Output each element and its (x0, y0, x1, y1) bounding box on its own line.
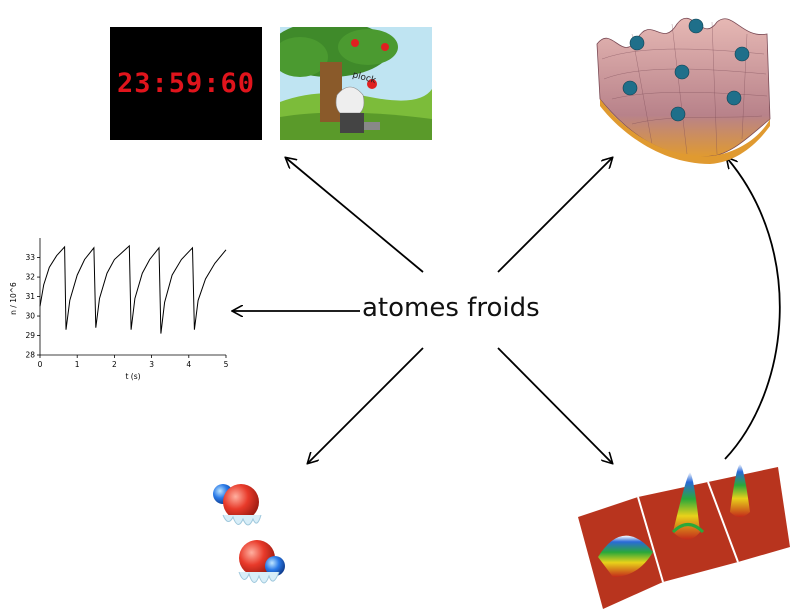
y-tick-label: 32 (25, 273, 35, 282)
bose-einstein-condensate-plot-icon (578, 464, 790, 609)
y-tick-label: 31 (25, 292, 35, 301)
clock-display: 23:59:60 (110, 27, 262, 140)
arrow-to-molecules (308, 347, 424, 463)
center-label: atomes froids (362, 293, 540, 323)
y-axis-label: n / 10^6 (9, 282, 18, 315)
series-line-0 (39, 244, 227, 334)
optical-lattice-atoms-icon (596, 17, 771, 164)
x-tick-label: 5 (224, 360, 229, 369)
y-tick-label: 29 (25, 331, 35, 340)
x-axis-label: t (s) (125, 372, 140, 381)
arrow-to-bec (497, 347, 612, 463)
atom-number-chart: 28 29 30 31 32 33 0 1 2 3 4 5 t (s) n / 10^6 (9, 238, 229, 381)
y-tick-label: 33 (25, 253, 35, 262)
x-tick-label: 3 (149, 360, 154, 369)
x-tick-label: 2 (112, 360, 117, 369)
x-tick-label: 0 (38, 360, 43, 369)
y-tick-label: 30 (25, 312, 35, 321)
x-tick-label: 1 (75, 360, 80, 369)
y-tick-label: 28 (25, 351, 35, 360)
arrow-bec-to-lattice (724, 158, 781, 460)
arrow-to-clock (286, 158, 424, 273)
x-tick-label: 4 (186, 360, 191, 369)
arrow-to-lattice (497, 158, 612, 273)
newton-apple-tree-illustration: plock (280, 27, 432, 140)
frozen-molecules-icon (213, 484, 285, 584)
